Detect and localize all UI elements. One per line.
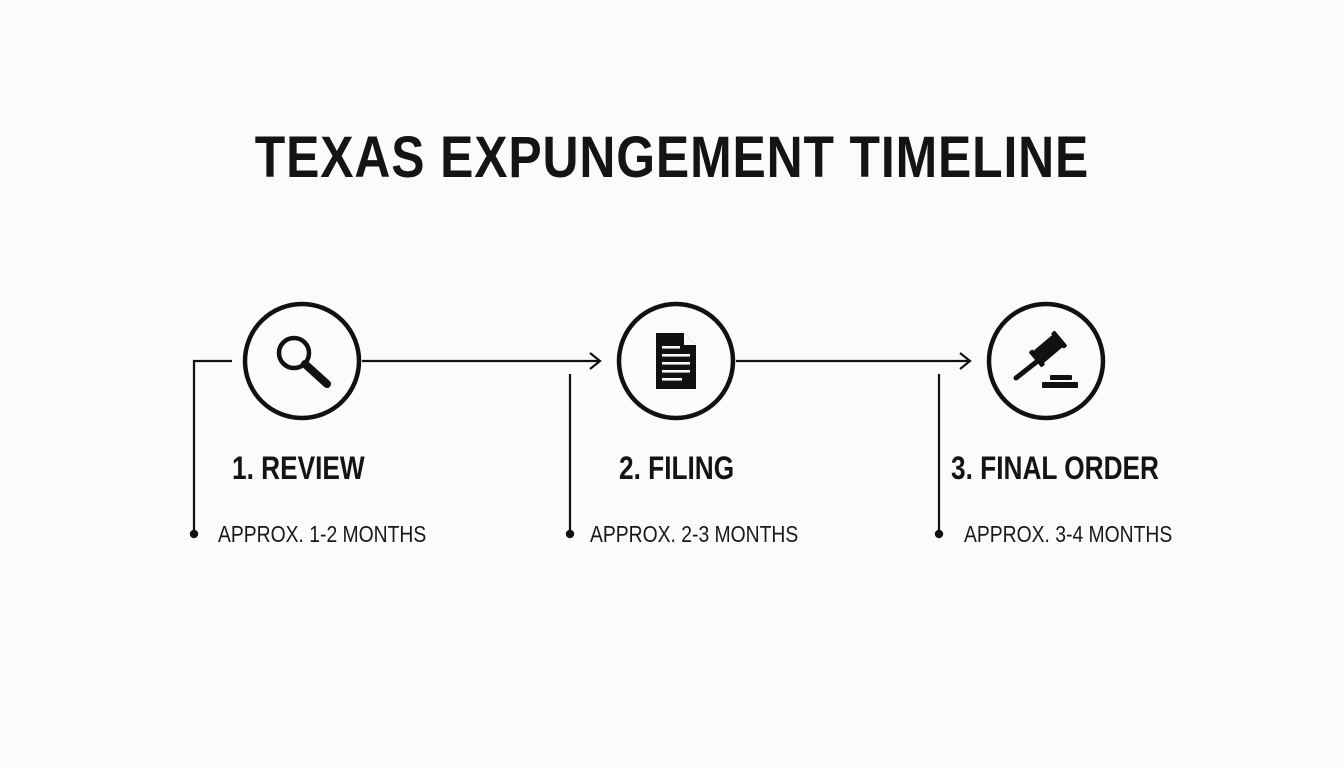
step-3-node: [986, 301, 1106, 421]
magnifying-glass-icon: [276, 335, 331, 388]
step-3-duration: APPROX. 3-4 MONTHS: [964, 521, 1173, 547]
step-3-bullet-dot: [934, 529, 944, 539]
diagram-title: TEXAS EXPUNGEMENT TIMELINE: [254, 125, 1090, 190]
step-1-label: 1. REVIEW: [232, 450, 365, 486]
gavel-icon: [1013, 331, 1078, 388]
step-1-node: [242, 301, 362, 421]
step-1-bullet-dot: [189, 529, 199, 539]
document-icon: [656, 333, 696, 389]
step-1-bracket-line: [192, 359, 232, 534]
arrow-1-to-2-head: [589, 352, 602, 370]
step-2-node: [616, 301, 736, 421]
step-2-bullet-dot: [565, 529, 575, 539]
step-1-duration: APPROX. 1-2 MONTHS: [218, 521, 427, 547]
step-2-duration: APPROX. 2-3 MONTHS: [590, 521, 799, 547]
arrow-2-to-3-head: [959, 352, 972, 370]
step-2-label: 2. FILING: [619, 450, 735, 486]
step-3-label: 3. FINAL ORDER: [951, 450, 1159, 486]
